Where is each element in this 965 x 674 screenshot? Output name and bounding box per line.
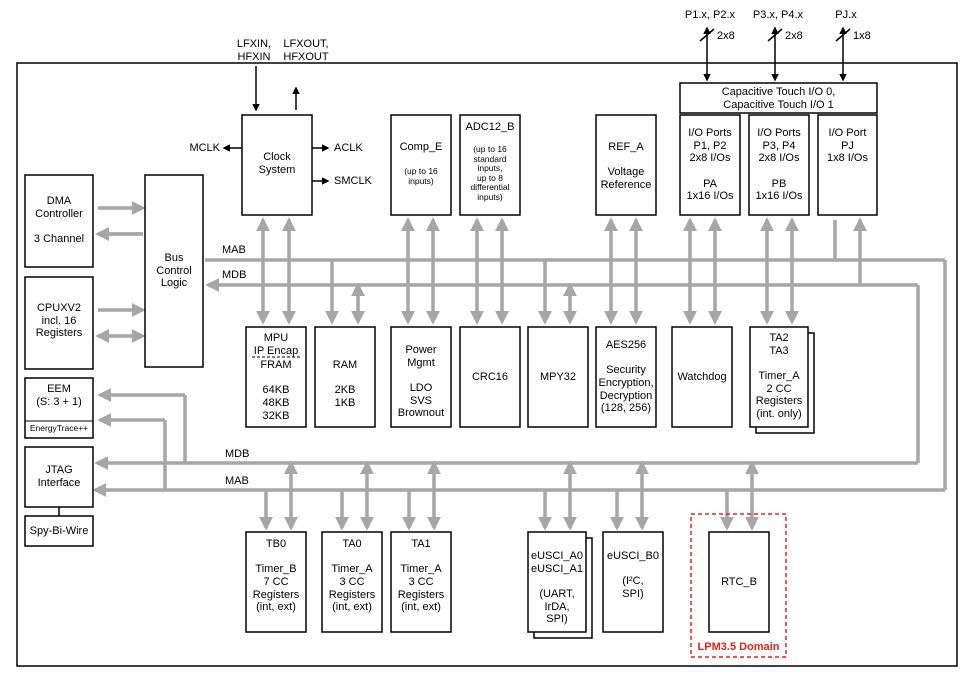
- tb0-block: TB0 Timer_B 7 CC Registers (int, ext): [252, 538, 300, 614]
- comp-e-sub: (up to 16 inputs): [404, 166, 438, 186]
- eusci-a-block: eUSCI_A0 eUSCI_A1 (UART, IrDA, SPI): [531, 550, 583, 626]
- bus-control-block: Bus Control Logic: [156, 252, 192, 290]
- adc12-block: ADC12_B: [465, 121, 515, 133]
- ta0-block: TA0 Timer_A 3 CC Registers (int, ext): [328, 538, 376, 614]
- p12-label: P1.x, P2.x: [684, 9, 736, 21]
- energytrace-label: EnergyTrace++: [29, 423, 89, 433]
- crc16-block: CRC16: [471, 371, 509, 383]
- spy-bi-wire-block: Spy-Bi-Wire: [29, 525, 89, 537]
- comp-e-block: Comp_E: [399, 141, 443, 153]
- width-2x8-b: 2x8: [785, 30, 803, 42]
- chip-outline: [16, 62, 958, 667]
- lfxin-label: LFXIN, HFXIN: [236, 38, 272, 63]
- pj-label: PJ.x: [835, 9, 857, 21]
- io-ports-pb-block: I/O Ports P3, P4 2x8 I/Os PB 1x16 I/Os: [755, 127, 803, 203]
- eem-block: EEM (S: 3 + 1): [36, 383, 82, 408]
- ref-a-block: REF_A Voltage Reference: [600, 141, 652, 191]
- black-signal-arrows: [222, 26, 851, 185]
- mab-top-label: MAB: [222, 244, 246, 256]
- eusci-b-block: eUSCI_B0 (I²C, SPI): [607, 550, 659, 600]
- mab-bottom-label: MAB: [225, 475, 249, 487]
- aclk-label: ACLK: [334, 142, 363, 154]
- smclk-label: SMCLK: [334, 175, 372, 187]
- gray-buses: [92, 201, 947, 531]
- jtag-block: JTAG Interface: [37, 464, 81, 489]
- rtc-b-block: RTC_B: [721, 576, 757, 588]
- dma-controller-block: DMA Controller 3 Channel: [33, 195, 85, 245]
- ta1-block: TA1 Timer_A 3 CC Registers (int, ext): [397, 538, 445, 614]
- width-2x8-a: 2x8: [717, 30, 735, 42]
- cpu-block: CPUXV2 incl. 16 Registers: [35, 302, 83, 340]
- capacitive-touch-block: Capacitive Touch I/O 0, Capacitive Touch…: [721, 86, 836, 111]
- ta2-ta3-block: TA2 TA3 Timer_A 2 CC Registers (int. onl…: [755, 332, 803, 420]
- width-1x8: 1x8: [853, 30, 871, 42]
- aes256-block: AES256 Security Encryption, Decryption (…: [598, 339, 654, 415]
- power-mgmt-block: Power Mgmt LDO SVS Brownout: [397, 344, 445, 420]
- mclk-label: MCLK: [189, 142, 220, 154]
- lpm35-domain-label: LPM3.5 Domain: [697, 641, 780, 653]
- io-port-pj-block: I/O Port PJ 1x8 I/Os: [827, 127, 868, 165]
- watchdog-block: Watchdog: [677, 371, 727, 383]
- clock-system-block: Clock System: [258, 151, 296, 176]
- p34-label: P3.x, P4.x: [752, 9, 804, 21]
- mdb-top-label: MDB: [222, 269, 247, 281]
- lfxout-label: LFXOUT, HFXOUT: [283, 38, 329, 63]
- mpy32-block: MPY32: [539, 371, 577, 383]
- fram-block: FRAM 64KB 48KB 32KB: [260, 359, 292, 422]
- mpu-block: MPU IP Encap: [253, 332, 299, 357]
- mdb-bottom-label: MDB: [225, 448, 250, 460]
- io-ports-pa-block: I/O Ports P1, P2 2x8 I/Os PA 1x16 I/Os: [686, 127, 734, 203]
- ram-block: RAM 2KB 1KB: [332, 359, 358, 409]
- block-boxes: [24, 82, 878, 639]
- adc12-sub: (up to 16 standard inputs, up to 8 diffe…: [470, 144, 510, 202]
